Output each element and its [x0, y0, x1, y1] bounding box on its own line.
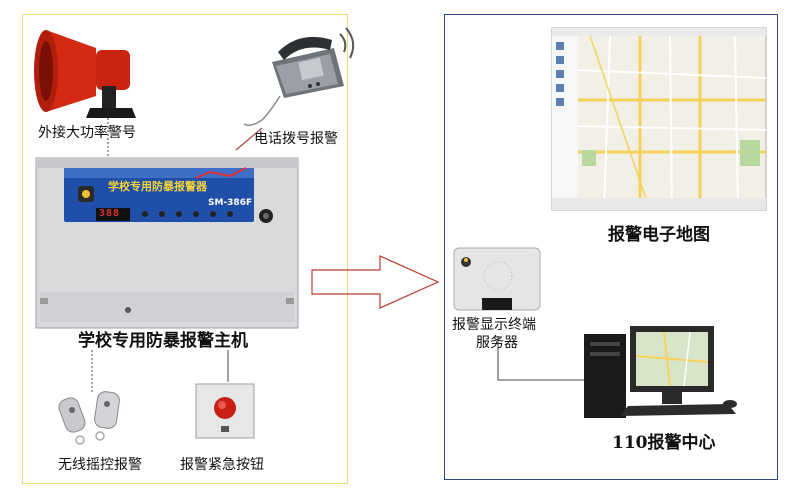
emergency-button-label: 报警紧急按钮	[180, 457, 264, 473]
flow-arrow	[311, 255, 440, 309]
terminal-server-icon	[453, 247, 541, 311]
left-panel-frame	[22, 14, 348, 484]
police-center-label: 110报警中心	[612, 433, 716, 453]
unit-panel-title: 学校专用防暴报警器	[108, 180, 207, 193]
siren-horn-icon	[34, 30, 136, 118]
server-connection-line	[497, 336, 584, 381]
map-label: 报警电子地图	[608, 225, 710, 245]
wireless-remote-label: 无线摇控报警	[58, 457, 142, 473]
right-panel-frame	[444, 14, 778, 480]
phone-cable	[235, 127, 263, 151]
telephone-icon	[243, 27, 355, 127]
wireless-remote-icon	[58, 350, 120, 445]
main-alarm-unit	[35, 157, 299, 329]
unit-led-display: 388	[99, 208, 121, 219]
emergency-button-icon	[195, 350, 255, 439]
computer-workstation-icon	[584, 326, 737, 418]
phone-dial-label: 电话拨号报警	[254, 131, 338, 147]
main-unit-label: 学校专用防暴报警主机	[78, 331, 248, 351]
terminal-label-line1: 报警显示终端	[452, 317, 536, 333]
terminal-label-line2: 服务器	[476, 335, 518, 351]
unit-model-number: SM-386F	[208, 198, 253, 208]
electronic-map-image	[551, 27, 767, 211]
siren-label: 外接大功率警号	[38, 125, 136, 141]
